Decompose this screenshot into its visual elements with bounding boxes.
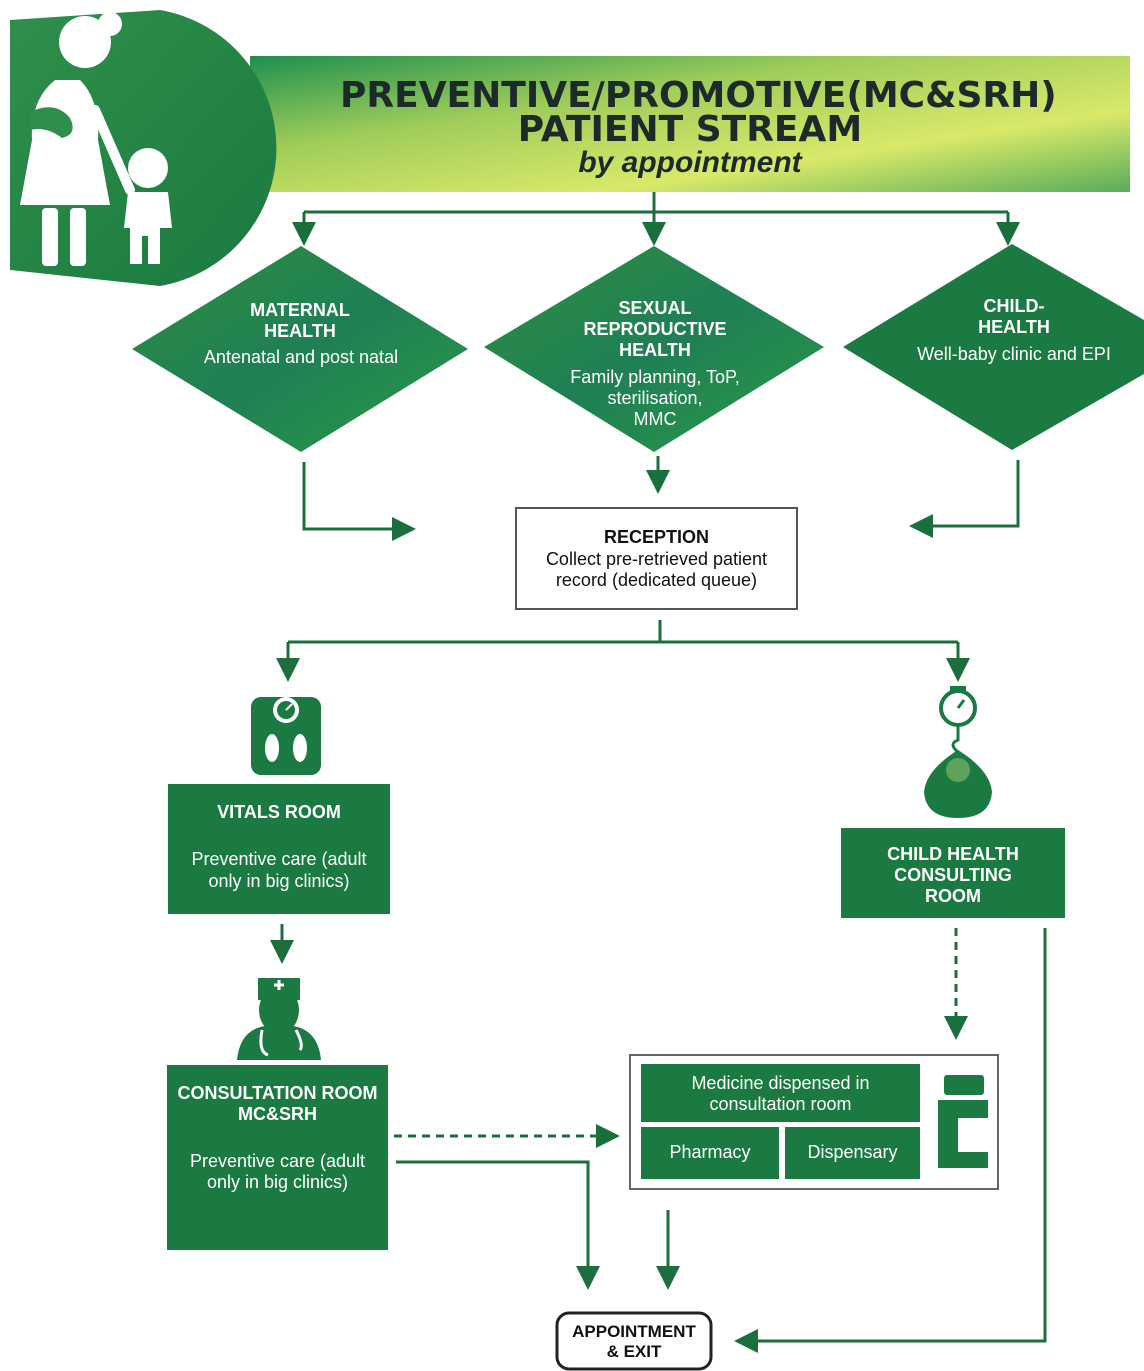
baby-bump xyxy=(30,107,73,138)
dispensary-box: Dispensary xyxy=(785,1127,920,1179)
maternal-health-diamond xyxy=(132,246,468,452)
baby-scale-icon xyxy=(924,686,992,818)
pharmacy-box: Pharmacy xyxy=(641,1127,779,1179)
consultation-room-title: CONSULTATION ROOM MC&SRH xyxy=(177,1083,378,1124)
exit-label: APPOINTMENT & EXIT xyxy=(572,1322,696,1361)
reception-title: RECEPTION xyxy=(603,527,709,547)
consult-to-exit-line xyxy=(396,1160,600,1290)
medicine-bottle-icon xyxy=(938,1075,990,1168)
stethoscope-icon xyxy=(259,1029,303,1057)
vitals-room-title: VITALS ROOM xyxy=(217,802,341,822)
nurse-icon xyxy=(237,978,321,1060)
medicine-dispensed-text: Medicine dispensed in consultation room xyxy=(691,1073,870,1114)
page-title: PREVENTIVE/PROMOTIVE(MC&SRH) xyxy=(340,75,1057,116)
sexual-health-desc: Family planning, ToP, sterilisation, MMC xyxy=(570,367,740,429)
pharmacy-label: Pharmacy xyxy=(669,1142,751,1162)
reception-desc: Collect pre-retrieved patient record (de… xyxy=(545,549,768,590)
consultation-room-desc: Preventive care (adult only in big clini… xyxy=(189,1151,366,1192)
sexual-health-diamond xyxy=(484,246,824,452)
dispensary-label: Dispensary xyxy=(807,1142,898,1162)
consultation-room-box: CONSULTATION ROOM MC&SRH Preventive care… xyxy=(167,1065,388,1250)
reception-box xyxy=(515,507,798,610)
scale-icon xyxy=(251,697,321,775)
child-health-desc: Well-baby clinic and EPI xyxy=(917,344,1111,364)
child-to-exit-line xyxy=(734,928,1047,1353)
mother-child-icon xyxy=(20,12,172,266)
vitals-room-desc: Preventive care (adult only in big clini… xyxy=(191,849,367,891)
child-consulting-room-box: CHILD HEALTH CONSULTING ROOM xyxy=(841,828,1065,918)
medicine-dispensed-box: Medicine dispensed in consultation room xyxy=(641,1064,920,1122)
sexual-health-title: SEXUAL REPRODUCTIVE HEALTH xyxy=(583,298,727,360)
header-banner xyxy=(250,56,1130,192)
page-subtitle: by appointment xyxy=(578,146,802,179)
split-connectors xyxy=(276,620,970,682)
page-title-line2: PATIENT STREAM xyxy=(517,109,863,150)
child-health-title: CHILD- HEALTH xyxy=(978,296,1050,337)
reception-connectors xyxy=(302,456,1020,541)
exit-box xyxy=(555,1311,713,1371)
maternal-health-title: MATERNAL HEALTH xyxy=(250,300,350,341)
child-consulting-room-title: CHILD HEALTH CONSULTING ROOM xyxy=(887,844,1019,906)
cross-icon xyxy=(274,980,284,990)
maternal-health-desc: Antenatal and post natal xyxy=(203,347,399,367)
banner-connectors xyxy=(292,192,1020,246)
child-health-diamond xyxy=(843,244,1144,450)
vitals-room-box: VITALS ROOM Preventive care (adult only … xyxy=(168,784,390,914)
